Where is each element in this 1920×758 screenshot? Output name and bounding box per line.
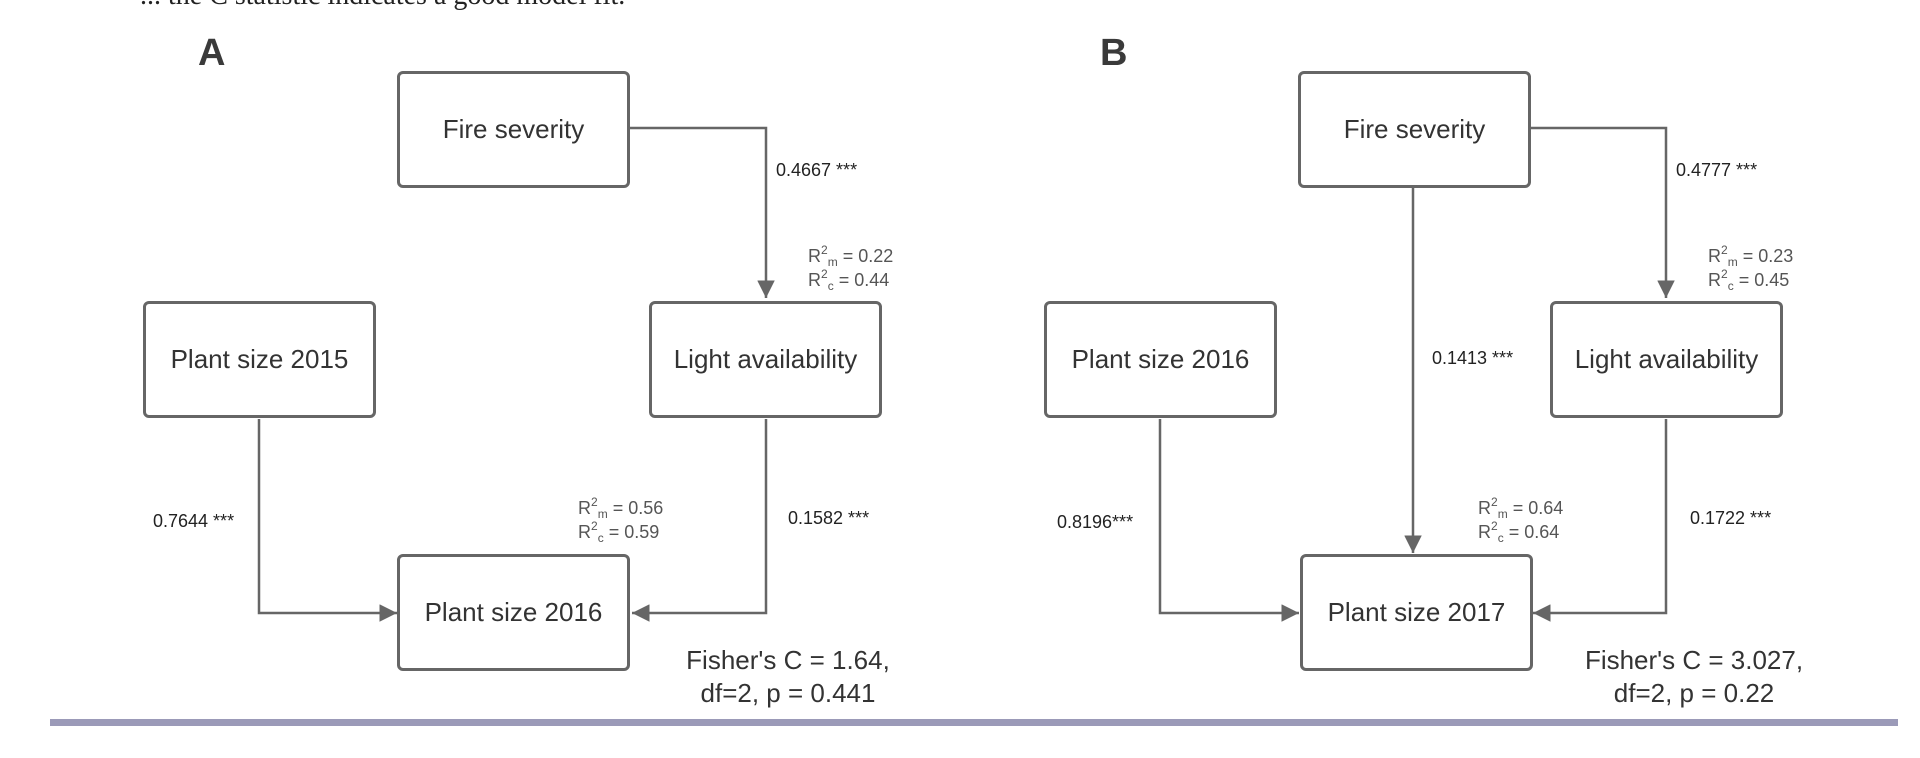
panel-a-coef-fire-light: 0.4667 ***: [776, 160, 858, 180]
panel-a-plant-target-label: Plant size 2016: [424, 597, 603, 627]
panel-b-coef-prev-target: 0.8196***: [1057, 512, 1134, 532]
panel-b-plant-prev-label: Plant size 2016: [1071, 344, 1250, 374]
arrow-light-to-target-a: [632, 419, 768, 622]
panel-a-light-node: Light availability: [649, 301, 882, 418]
panel-a-plant-target-node: Plant size 2016: [397, 554, 630, 671]
panel-b-target-r2c: 0.64: [1524, 522, 1560, 542]
arrow-prev-to-target-b: [1158, 419, 1299, 622]
panel-a-light-r2m: 0.22: [858, 246, 894, 266]
panel-b-light-r2c: 0.45: [1754, 270, 1790, 290]
panel-b-fire-severity-node: Fire severity: [1298, 71, 1531, 188]
panel-a-plant-prev-node: Plant size 2015: [143, 301, 376, 418]
panel-b-letter: B: [1100, 32, 1128, 74]
arrow-fire-to-light-a: [628, 126, 775, 298]
panel-a-fisher-stat: Fisher's C = 1.64, df=2, p = 0.441: [678, 644, 898, 710]
panel-b-target-r2m: 0.64: [1528, 498, 1564, 518]
panel-a-coef-light-target: 0.1582 ***: [788, 508, 870, 528]
panel-b-light-node: Light availability: [1550, 301, 1783, 418]
panel-a-target-r2c: 0.59: [624, 522, 660, 542]
panel-b-fisher-line1: Fisher's C = 3.027,: [1584, 645, 1804, 675]
panel-b-light-r2: R2m = 0.23 R2c = 0.45: [1708, 243, 1794, 293]
panel-b-fire-severity-label: Fire severity: [1343, 114, 1486, 144]
panel-a-plant-prev-label: Plant size 2015: [170, 344, 349, 374]
panel-a-coef-prev-target: 0.7644 ***: [153, 511, 235, 531]
panel-b-coef-fire-target: 0.1413 ***: [1432, 348, 1514, 368]
arrow-light-to-target-b: [1533, 419, 1668, 622]
arrow-prev-to-target-a: [257, 419, 397, 622]
panel-b-coef-fire-light: 0.4777 ***: [1676, 160, 1758, 180]
panel-a-target-r2m: 0.56: [628, 498, 664, 518]
panel-b-plant-prev-node: Plant size 2016: [1044, 301, 1277, 418]
panel-b-fisher-line2: df=2, p = 0.22: [1613, 678, 1775, 708]
arrow-fire-to-light-b: [1530, 126, 1675, 298]
panel-a-light-r2: R2m = 0.22 R2c = 0.44: [808, 243, 894, 293]
panel-b-plant-target-node: Plant size 2017: [1300, 554, 1533, 671]
panel-b-light-r2m: 0.23: [1758, 246, 1794, 266]
panel-a-fire-severity-label: Fire severity: [442, 114, 585, 144]
panel-a-fire-severity-node: Fire severity: [397, 71, 630, 188]
panel-a-fisher-line2: df=2, p = 0.441: [700, 678, 876, 708]
panel-a-fisher-line1: Fisher's C = 1.64,: [686, 645, 890, 675]
panel-b-plant-target-label: Plant size 2017: [1327, 597, 1506, 627]
panel-a-letter: A: [198, 32, 226, 74]
header-text-fragment: ... the C statistic indicates a good mod…: [140, 0, 625, 12]
panel-b-target-r2: R2m = 0.64 R2c = 0.64: [1478, 495, 1564, 545]
panel-b-coef-light-target: 0.1722 ***: [1690, 508, 1772, 528]
divider-rule: [50, 719, 1898, 726]
panel-b-fisher-stat: Fisher's C = 3.027, df=2, p = 0.22: [1574, 644, 1814, 710]
panel-a-target-r2: R2m = 0.56 R2c = 0.59: [578, 495, 664, 545]
panel-b-light-label: Light availability: [1574, 344, 1759, 374]
panel-a-light-label: Light availability: [673, 344, 858, 374]
panel-a-light-r2c: 0.44: [854, 270, 890, 290]
